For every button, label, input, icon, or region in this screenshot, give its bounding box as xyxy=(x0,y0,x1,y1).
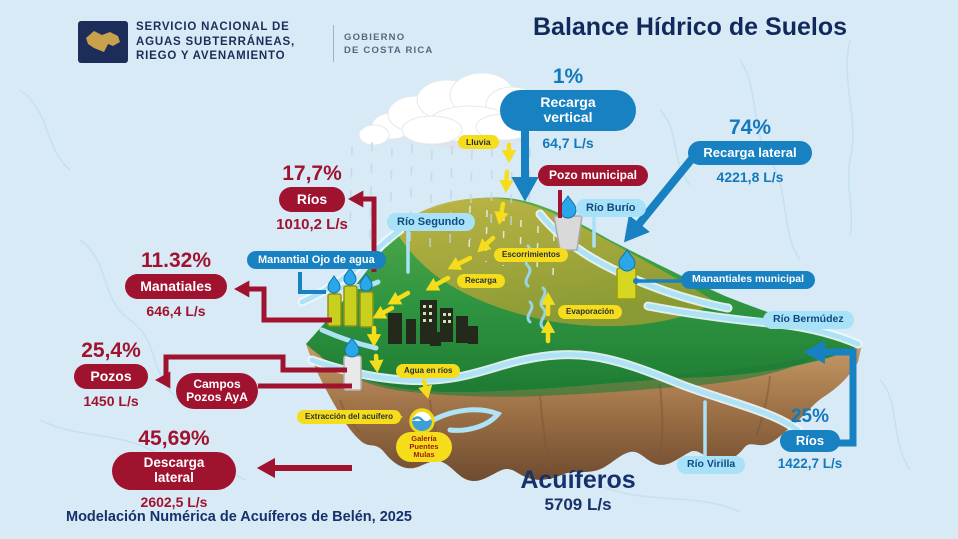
stat-pct: 25% xyxy=(790,406,830,427)
label-agua-en-rios: Agua en ríos xyxy=(396,364,461,378)
recarga-lateral-arrow xyxy=(623,152,699,243)
droplet-icon xyxy=(344,337,360,358)
manantiales-connector xyxy=(234,280,332,323)
label-rio-bermudez: Río Bermúdez xyxy=(763,311,854,329)
label-rio-virilla: Río Virilla xyxy=(677,456,746,474)
pozos-connector xyxy=(155,354,347,389)
stat-pct: 17,7% xyxy=(282,162,342,185)
stat-pill: Pozos xyxy=(74,364,148,390)
senara-logo xyxy=(78,21,128,63)
terrain-front-shade xyxy=(320,356,815,397)
droplet-icon xyxy=(327,267,373,294)
page-title: Balance Hídrico de Suelos xyxy=(533,13,847,41)
stat-recarga-vertical: 1% Recarga vertical 64,7 L/s xyxy=(500,66,636,151)
stat-recarga-lateral: 74% Recarga lateral 4221,8 L/s xyxy=(682,117,818,185)
stat-pozos: 25,4% Pozos 1450 L/s xyxy=(50,340,172,409)
stat-pill: Ríos xyxy=(278,187,346,213)
stat-value: 2602,5 L/s xyxy=(140,493,208,510)
acuiferos-label: Acuíferos xyxy=(520,466,636,494)
stat-rios-left: 17,7% Ríos 1010,2 L/s xyxy=(252,162,372,234)
stat-pill: Recarga lateral xyxy=(688,141,812,166)
aya-well-icon xyxy=(343,337,362,391)
flow-arrows-yellow xyxy=(366,142,556,425)
label-galeria: Galería Puentes Mulas xyxy=(396,432,452,462)
connectors-blue xyxy=(298,126,857,447)
org-name: SERVICIO NACIONAL DE AGUAS SUBTERRÁNEAS,… xyxy=(136,21,295,62)
rios-right-arrow xyxy=(803,340,857,447)
footer-caption: Modelación Numérica de Acuíferos de Belé… xyxy=(66,509,412,525)
stat-pct: 45,69% xyxy=(138,427,210,450)
stat-value: 1010,2 L/s xyxy=(276,216,348,234)
stat-value: 4221,8 L/s xyxy=(716,169,784,186)
government-name: GOBIERNO DE COSTA RICA xyxy=(344,32,434,56)
label-campos-pozos: Campos Pozos AyA xyxy=(176,373,258,410)
label-manantiales-municipal: Manantiales municipal xyxy=(681,271,816,289)
stat-pct: 1% xyxy=(552,65,584,88)
header-divider xyxy=(333,25,334,62)
costa-rica-map-icon xyxy=(86,31,120,52)
city-buildings-icon xyxy=(388,300,478,346)
rios-left-connector xyxy=(348,190,377,272)
connector-dot xyxy=(633,278,639,284)
label-escorrimientos: Escorrimientos xyxy=(494,248,569,262)
stat-acuiferos: Acuíferos 5709 L/s xyxy=(498,467,658,515)
stat-pill: Manatiales xyxy=(125,274,227,300)
label-rio-burio: Río Burío xyxy=(576,199,646,218)
droplet-icon xyxy=(618,249,636,272)
connectors-cyan xyxy=(406,215,765,459)
stat-rios-right: 25% Ríos 1422,7 L/s xyxy=(750,406,870,471)
manantial-ojo-connector xyxy=(298,272,326,294)
label-evaporacion: Evaporación xyxy=(558,305,623,319)
stat-value: 64,7 L/s xyxy=(542,134,594,151)
stat-pct: 74% xyxy=(728,116,772,139)
stat-value: 646,4 L/s xyxy=(146,303,206,320)
connectors-red xyxy=(155,190,562,479)
label-extraccion: Extracción del acuífero xyxy=(297,410,402,424)
stat-pill: Recarga vertical xyxy=(500,90,636,131)
acuiferos-value: 5709 L/s xyxy=(544,495,612,514)
municipal-well-icon xyxy=(553,195,583,251)
stat-descarga-lateral: 45,69% Descarga lateral 2602,5 L/s xyxy=(112,428,236,510)
stat-pill: Ríos xyxy=(779,430,841,453)
stat-pct: 11.32% xyxy=(140,249,212,272)
label-lluvia: Lluvia xyxy=(458,135,499,150)
label-manantial-ojo: Manantial Ojo de agua xyxy=(247,251,386,270)
stat-value: 1422,7 L/s xyxy=(777,456,843,472)
manantial-wells-icon xyxy=(327,267,374,328)
stat-pct: 25,4% xyxy=(81,339,141,362)
stat-pill: Descarga lateral xyxy=(112,452,236,490)
label-recarga: Recarga xyxy=(457,274,505,288)
background-contours xyxy=(19,39,911,513)
label-pozo-municipal: Pozo municipal xyxy=(538,165,649,187)
stat-manantiales: 11.32% Manatiales 646,4 L/s xyxy=(116,250,236,319)
rain xyxy=(349,141,531,249)
label-rio-segundo: Río Segundo xyxy=(387,213,475,232)
stat-value: 1450 L/s xyxy=(83,393,139,410)
